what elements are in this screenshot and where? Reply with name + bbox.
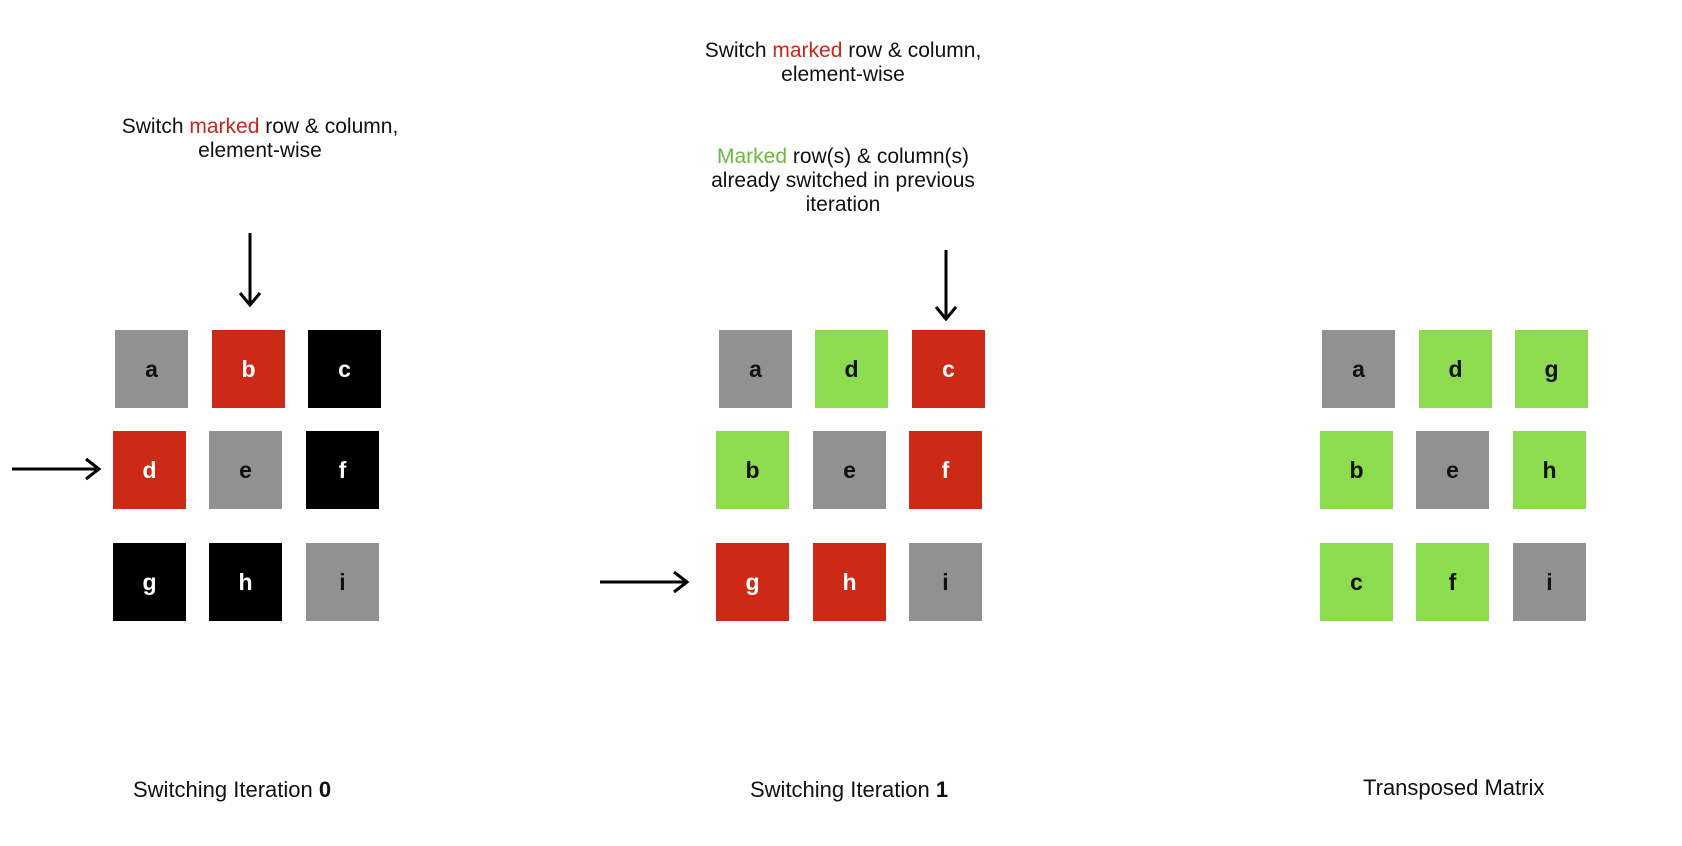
matrix-cell: a xyxy=(1322,330,1395,408)
matrix-cell: c xyxy=(308,330,381,408)
caption-text: Transposed Matrix xyxy=(1363,775,1545,800)
already-note-line3: iteration xyxy=(805,193,881,216)
panel0-row-arrow xyxy=(12,457,102,481)
matrix-cell: b xyxy=(1320,431,1393,509)
panel1-column-arrow xyxy=(934,250,958,322)
matrix-cell: c xyxy=(1320,543,1393,621)
instruction-prefix: Switch xyxy=(121,115,190,138)
matrix-cell: c xyxy=(912,330,985,408)
marked-highlight: marked xyxy=(189,115,260,138)
matrix-cell: d xyxy=(113,431,186,509)
panel1-instruction: Switch marked row & column, element-wise xyxy=(683,39,1003,87)
panel1-instruction-line2: element-wise xyxy=(781,63,905,86)
matrix-cell: g xyxy=(716,543,789,621)
panel0-column-arrow xyxy=(238,233,262,308)
matrix-cell: f xyxy=(306,431,379,509)
panel1-already-switched-note: Marked row(s) & column(s) already switch… xyxy=(683,145,1003,217)
already-note-suffix: row(s) & column(s) xyxy=(787,145,970,168)
panel0-instruction-line1: Switch marked row & column, xyxy=(100,115,420,139)
matrix-cell: h xyxy=(813,543,886,621)
instruction-suffix: row & column, xyxy=(842,39,982,62)
already-note-line1: Marked row(s) & column(s) xyxy=(683,145,1003,169)
marked-highlight: marked xyxy=(772,39,843,62)
matrix-cell: i xyxy=(1513,543,1586,621)
matrix-cell: h xyxy=(209,543,282,621)
matrix-cell: a xyxy=(719,330,792,408)
matrix-cell: b xyxy=(716,431,789,509)
matrix-cell: h xyxy=(1513,431,1586,509)
matrix-cell: g xyxy=(1515,330,1588,408)
panel1-instruction-line1: Switch marked row & column, xyxy=(683,39,1003,63)
panel1-row-arrow xyxy=(600,570,690,594)
matrix-cell: b xyxy=(212,330,285,408)
panel2-caption: Transposed Matrix xyxy=(1363,775,1544,801)
matrix-cell: f xyxy=(909,431,982,509)
panel0-instruction: Switch marked row & column, element-wise xyxy=(100,115,420,163)
matrix-cell: g xyxy=(113,543,186,621)
matrix-cell: d xyxy=(1419,330,1492,408)
already-note-line2: already switched in previous xyxy=(711,169,975,192)
matrix-cell: f xyxy=(1416,543,1489,621)
instruction-suffix: row & column, xyxy=(259,115,399,138)
matrix-cell: a xyxy=(115,330,188,408)
matrix-cell: e xyxy=(1416,431,1489,509)
panel0-instruction-line2: element-wise xyxy=(198,139,322,162)
matrix-cell: i xyxy=(306,543,379,621)
caption-text: Switching Iteration xyxy=(750,777,936,802)
panel1-caption: Switching Iteration 1 xyxy=(750,777,948,803)
matrix-cell: e xyxy=(813,431,886,509)
caption-iteration-number: 1 xyxy=(935,777,949,802)
marked-green-highlight: Marked xyxy=(716,145,787,168)
matrix-cell: e xyxy=(209,431,282,509)
caption-iteration-number: 0 xyxy=(318,777,332,802)
panel0-caption: Switching Iteration 0 xyxy=(133,777,331,803)
matrix-cell: d xyxy=(815,330,888,408)
instruction-prefix: Switch xyxy=(704,39,773,62)
caption-text: Switching Iteration xyxy=(133,777,319,802)
matrix-cell: i xyxy=(909,543,982,621)
